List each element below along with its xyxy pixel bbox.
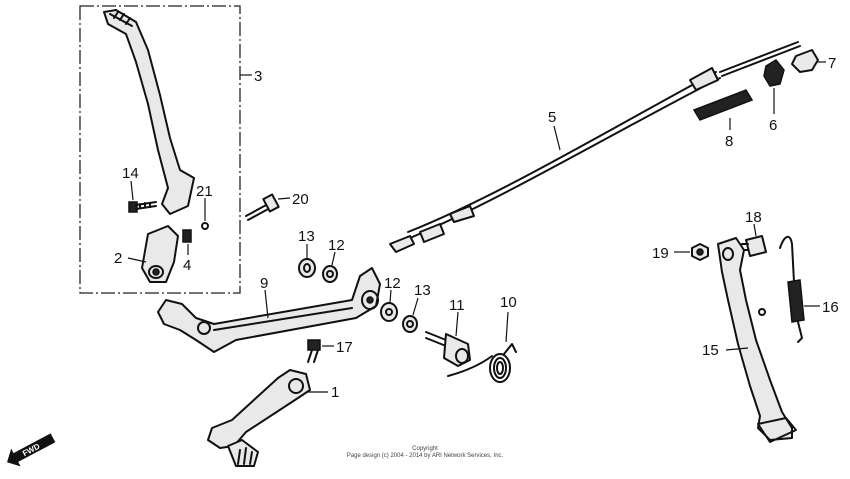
washer-12-lower bbox=[380, 302, 398, 322]
callout-15[interactable]: 16 bbox=[822, 299, 839, 316]
callout-13-lower[interactable]: 13 bbox=[414, 282, 431, 299]
callout-18[interactable]: 19 bbox=[652, 245, 669, 262]
leader-13b bbox=[412, 297, 419, 316]
gearshift-pedal-1 bbox=[207, 369, 311, 467]
wing-nut-7 bbox=[791, 49, 819, 73]
callout-4[interactable]: 4 bbox=[183, 257, 191, 274]
callout-5[interactable]: 5 bbox=[548, 109, 556, 126]
bolt-20 bbox=[245, 193, 280, 221]
nut-18 bbox=[691, 243, 709, 261]
callout-19[interactable]: 17 bbox=[336, 339, 353, 356]
cable-5 bbox=[389, 41, 801, 253]
brake-pedal-9 bbox=[157, 267, 381, 353]
callout-7[interactable]: 7 bbox=[828, 55, 836, 72]
leader-14 bbox=[725, 347, 749, 351]
callout-16[interactable]: 14 bbox=[122, 165, 139, 182]
callout-17[interactable]: 18 bbox=[745, 209, 762, 226]
side-stand-14 bbox=[717, 237, 797, 443]
copyright-line-2: Page design (c) 2004 - 2014 by ARI Netwo… bbox=[347, 453, 504, 459]
leader-9 bbox=[264, 289, 269, 319]
callout-12-lower[interactable]: 12 bbox=[384, 275, 401, 292]
spring-pin-4 bbox=[182, 229, 192, 243]
leader-5 bbox=[553, 125, 561, 151]
callout-11[interactable]: 11 bbox=[449, 297, 465, 314]
leader-17 bbox=[753, 223, 757, 237]
copyright-line-1: Copyright bbox=[412, 446, 438, 452]
leader-16 bbox=[130, 180, 134, 201]
leader-12b bbox=[389, 289, 392, 303]
pivot-shaft-11 bbox=[425, 331, 471, 367]
bolt-19 bbox=[307, 339, 321, 363]
leader-12a bbox=[331, 251, 336, 266]
callout-14[interactable]: 15 bbox=[702, 342, 719, 359]
washer-12-upper bbox=[322, 265, 338, 283]
leader-2 bbox=[127, 257, 147, 263]
callout-2[interactable]: 2 bbox=[114, 250, 122, 267]
boot-8 bbox=[692, 89, 754, 121]
bolt-17 bbox=[741, 235, 767, 257]
callout-10[interactable]: 10 bbox=[500, 294, 517, 311]
callout-8[interactable]: 8 bbox=[725, 133, 733, 150]
washer-13-upper bbox=[298, 258, 316, 278]
leader-20 bbox=[277, 197, 291, 200]
leader-10 bbox=[505, 311, 509, 343]
callout-13-upper[interactable]: 13 bbox=[298, 228, 315, 245]
fwd-arrow-icon: FWD bbox=[7, 433, 56, 467]
kickstarter-group-box bbox=[79, 5, 241, 294]
callout-12-upper[interactable]: 12 bbox=[328, 237, 345, 254]
callout-21[interactable]: 21 bbox=[196, 183, 213, 200]
callout-20[interactable]: 20 bbox=[292, 191, 309, 208]
pin-21 bbox=[201, 222, 209, 230]
return-spring-10 bbox=[447, 343, 517, 383]
washer-13-lower bbox=[402, 315, 418, 333]
callout-3[interactable]: 3 bbox=[254, 68, 262, 85]
kick-starter-arm bbox=[103, 9, 195, 215]
bolt-16 bbox=[128, 201, 157, 213]
leader-11 bbox=[455, 311, 459, 337]
kick-pedal-boss-2 bbox=[141, 225, 179, 283]
stand-spring-15 bbox=[779, 235, 805, 343]
callout-1[interactable]: 1 bbox=[331, 384, 339, 401]
callout-9[interactable]: 9 bbox=[260, 275, 268, 292]
callout-6[interactable]: 6 bbox=[769, 117, 777, 134]
joint-6 bbox=[763, 59, 785, 87]
